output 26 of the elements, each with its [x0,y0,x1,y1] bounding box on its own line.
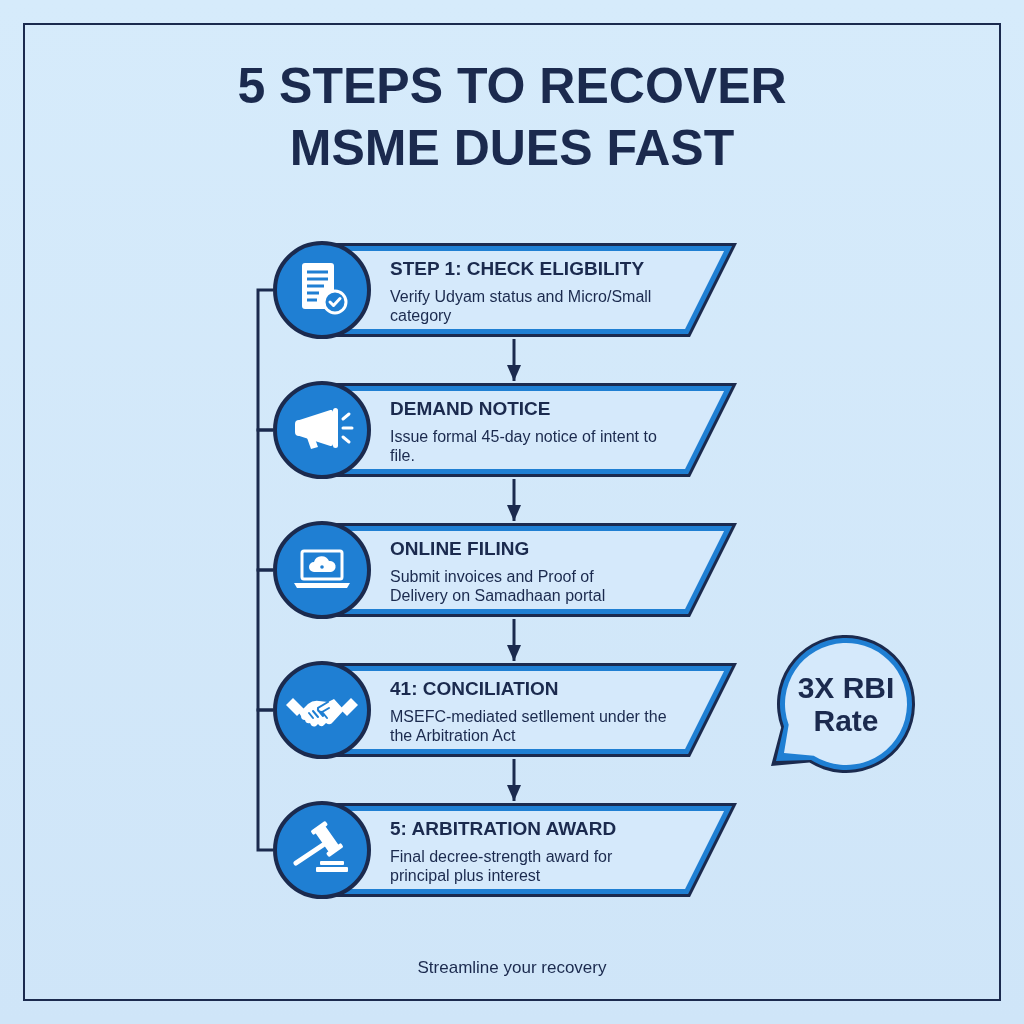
step-heading: 41: CONCILIATION [390,677,559,701]
step-description: MSEFC-mediated setllement under the the Arbitration Act [390,707,668,745]
step-description: Final decree-strength award for principal plus interest [390,847,614,885]
arrow [507,759,521,801]
step-description: Issue formal 45-day notice of intent to file. [390,427,658,465]
step-description: Submit invoices and Proof of Delivery on Samadhaan portal [390,567,607,605]
step-banner [273,661,739,759]
connector-line [256,708,273,852]
step-banner [273,241,739,339]
step-banner [273,521,739,619]
title: 5 STEPS TO RECOVER MSME DUES FAST [236,57,788,178]
connector-line [256,428,273,572]
step-banner [273,801,739,899]
arrow [507,619,521,661]
step-heading: STEP 1: CHECK ELIGBILITY [390,257,645,281]
arrow [507,339,521,381]
connector-line [256,288,273,432]
step-banner [273,381,739,479]
connector-line [256,568,273,712]
footer-text: Streamline your recovery [417,957,607,979]
arrow [507,479,521,521]
step-heading: DEMAND NOTICE [390,397,551,421]
step-heading: 5: ARBITRATION AWARD [390,817,617,841]
step-heading: ONLINE FILING [390,537,530,561]
step-description: Verify Udyam status and Micro/Small category [390,287,653,325]
bubble-text: 3X RBI Rate [796,671,896,737]
